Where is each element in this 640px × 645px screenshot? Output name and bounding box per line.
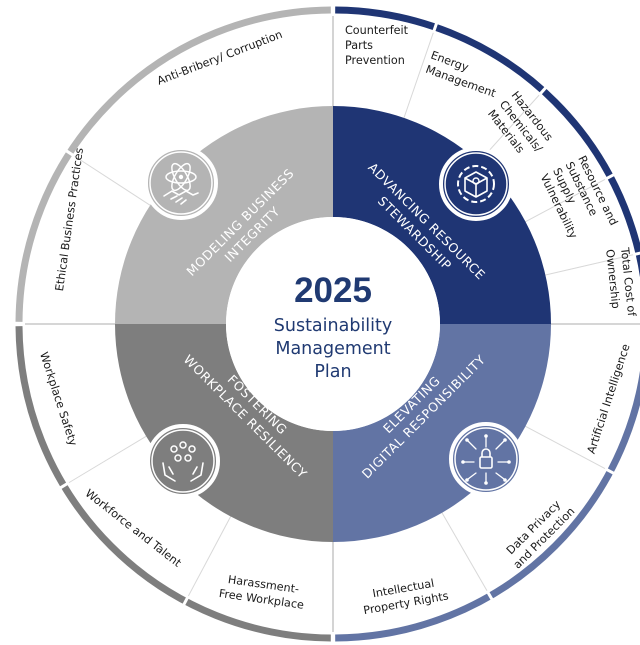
center-subtitle-line-2: Management — [275, 339, 390, 359]
outer-rim — [15, 6, 640, 642]
quadrant-modeling — [115, 106, 333, 324]
label-counterfeit-parts-prevention: Counterfeit Parts Prevention — [345, 24, 409, 67]
quadrant-ring — [115, 106, 551, 542]
rim-bottom-left — [15, 326, 331, 642]
gear-box-icon — [439, 147, 513, 221]
center-disc — [226, 217, 440, 431]
segment-divider-7 — [525, 178, 606, 223]
rim-top-right — [335, 6, 640, 278]
segment-divider-10 — [441, 512, 488, 591]
segment-divider-9 — [525, 425, 606, 470]
rim-top-left — [15, 6, 331, 322]
rim-notch-3 — [605, 173, 615, 181]
rim-bottom-right — [335, 370, 640, 642]
center-subtitle-line-1: Sustainability — [274, 316, 393, 336]
center-year: 2025 — [294, 271, 372, 310]
rim-notch-4 — [633, 251, 640, 256]
rim-notch-5 — [605, 467, 615, 475]
rim-notch-9 — [65, 149, 75, 157]
rim-notch-2 — [538, 86, 547, 96]
segment-divider-13 — [74, 155, 151, 206]
handshake-atom-icon — [144, 146, 218, 220]
rim-notch-1 — [432, 22, 438, 33]
svg-text:Parts: Parts — [345, 39, 373, 52]
quadrant-fostering — [115, 324, 333, 542]
circuit-lock-icon — [449, 422, 523, 496]
outer-ring-dividers — [25, 16, 640, 632]
rim-notch-7 — [182, 596, 190, 606]
segment-divider-12 — [68, 435, 147, 484]
segment-divider-5 — [403, 32, 434, 119]
rim-notch-6 — [486, 590, 494, 601]
quadrant-advancing — [333, 106, 551, 324]
segment-divider-11 — [187, 516, 232, 597]
quadrant-elevating — [333, 324, 551, 542]
segment-divider-8 — [545, 254, 634, 276]
people-hands-icon — [146, 424, 220, 498]
svg-text:Ownership: Ownership — [603, 249, 622, 310]
svg-text:Counterfeit: Counterfeit — [345, 24, 409, 37]
center-subtitle-line-3: Plan — [314, 362, 351, 382]
rim-notch-8 — [59, 481, 69, 490]
svg-text:Prevention: Prevention — [345, 54, 405, 67]
